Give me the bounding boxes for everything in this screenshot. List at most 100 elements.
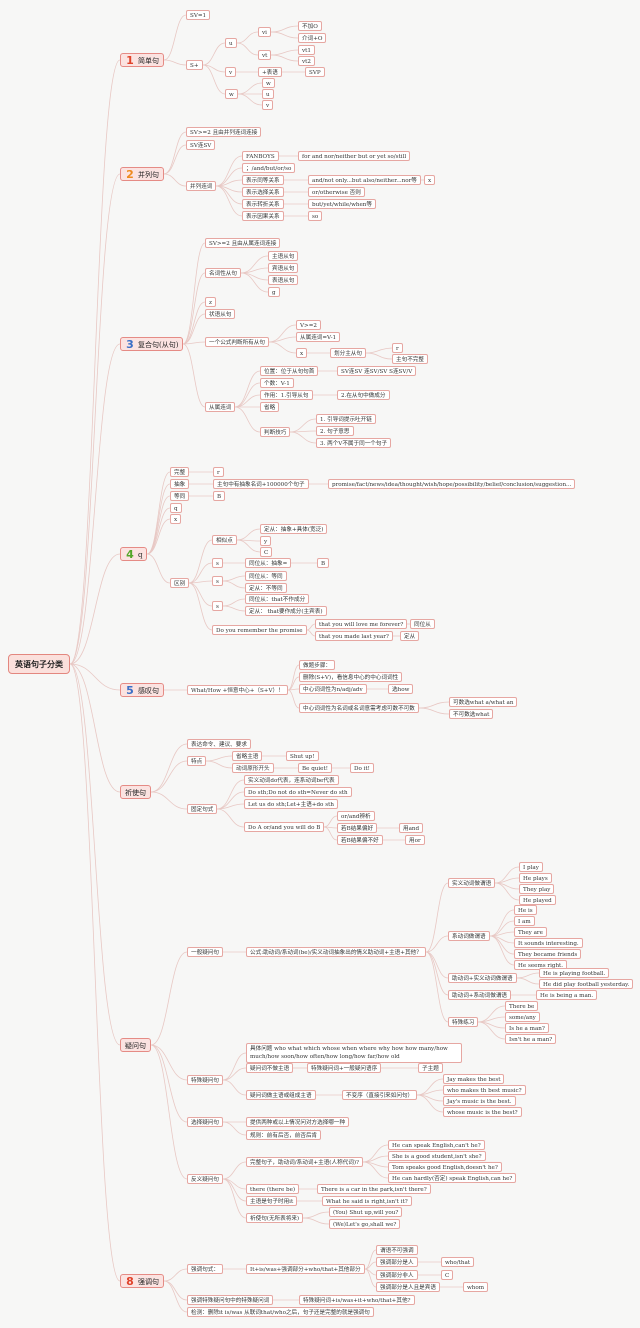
node-contrast-list[interactable]: but/yet/while/when等 <box>308 199 376 209</box>
node-subordinator[interactable]: 从属连词 <box>205 402 236 412</box>
node-g[interactable]: g <box>268 287 280 297</box>
node-tag-it-ex[interactable]: What he said is right,isn't it? <box>322 1196 412 1206</box>
node-abstract-nouns[interactable]: promise/fact/news/idea/thought/wish/hope… <box>328 479 576 489</box>
node-q[interactable]: q <box>170 503 182 513</box>
node-subject-clause[interactable]: 主语从句 <box>268 251 299 261</box>
node-w2[interactable]: u <box>262 89 274 99</box>
node-count[interactable]: 个数：V-1 <box>260 378 294 388</box>
node-uncountable[interactable]: 不可数选what <box>449 709 494 719</box>
branch-question[interactable]: 疑问句 <box>120 1038 151 1052</box>
node-is-playing[interactable]: He is playing football. <box>539 968 610 978</box>
node-example-2-type[interactable]: 定从 <box>400 631 420 641</box>
node-emph-special-structure[interactable]: 特殊疑问词+is/was+it+who/that+其他? <box>299 1295 415 1305</box>
node-tag-ex-4[interactable]: He can hardly(否定) speak English,can he? <box>388 1173 517 1183</box>
node-svp[interactable]: SVP <box>305 67 325 77</box>
node-i-am[interactable]: I am <box>514 916 535 926</box>
node-choose-how[interactable]: 选how <box>388 684 414 694</box>
node-difference[interactable]: 区别 <box>170 578 190 588</box>
node-notional-verb[interactable]: 实义动词做谓语 <box>448 878 496 888</box>
node-tip-3[interactable]: 3. 两个V不属于同一个句子 <box>316 438 392 448</box>
node-x2[interactable]: x <box>296 348 308 358</box>
node-sv-link-sv[interactable]: SV连SV <box>186 140 216 150</box>
node-aux-linking[interactable]: 助动词+系动词做谓语 <box>448 990 512 1000</box>
node-whom[interactable]: whom <box>463 1282 489 1292</box>
node-steps[interactable]: 做题步骤： <box>299 660 335 670</box>
node-did-play[interactable]: He did play football yesterday. <box>539 979 634 989</box>
node-tag-question[interactable]: 反义疑问句 <box>187 1174 223 1184</box>
node-use-and[interactable]: 用and <box>399 823 424 833</box>
node-s-plus[interactable]: S+ <box>186 60 203 70</box>
node-vt[interactable]: vt <box>258 50 272 60</box>
node-emph-person-object[interactable]: 强调部分是人且是宾语 <box>376 1282 440 1292</box>
node-aux-notional[interactable]: 助动词+实义动词做谓语 <box>448 973 517 983</box>
node-he-plays[interactable]: He plays <box>519 873 552 883</box>
node-countable[interactable]: 可数选what a/what an <box>449 697 518 707</box>
node-shut-up[interactable]: Shut up! <box>286 751 319 761</box>
node-use-or[interactable]: 用or <box>405 835 425 845</box>
node-they-play[interactable]: They play <box>519 884 555 894</box>
node-choice-desc[interactable]: 提供两种或以上情况问对方选择哪一种 <box>246 1117 350 1127</box>
node-appositive-abstract[interactable]: 同位从：抽象= <box>245 558 292 568</box>
node-attr-that[interactable]: 定从： that要作成分(主宾表) <box>245 606 327 616</box>
node-be-quiet[interactable]: Be quiet! <box>298 763 332 773</box>
node-attr-not-equal[interactable]: 定从：不等同 <box>245 583 287 593</box>
node-u[interactable]: u <box>225 38 237 48</box>
node-abstract[interactable]: 抽象 <box>170 479 190 489</box>
node-fanboys[interactable]: FANBOYS <box>242 151 279 161</box>
node-function[interactable]: 作用：1.引导从句 <box>260 390 313 400</box>
node-z[interactable]: z <box>205 297 216 307</box>
node-tag-ex-3[interactable]: Tom speaks good English,doesn't he? <box>388 1162 502 1172</box>
node-there-be[interactable]: There be <box>505 1001 539 1011</box>
node-y[interactable]: y <box>260 536 272 546</box>
node-pattern-3[interactable]: Let us do sth;Let+主语+do sth <box>244 799 338 809</box>
node-step-3[interactable]: 中心词词性为名词或名词意需考虑可数不可数 <box>299 703 419 713</box>
node-choice-list[interactable]: or/otherwise 否则 <box>308 187 365 197</box>
node-emph-check[interactable]: 检测：删除it is/was 从联词that/who之后，句子还是完整的就是强调… <box>187 1307 374 1317</box>
node-fanboys-list[interactable]: for and nor/neither but or yet so/still <box>298 151 411 161</box>
node-special-practice[interactable]: 特殊练习 <box>448 1017 479 1027</box>
node-contrast-relation[interactable]: 表示转折关系 <box>242 199 284 209</box>
node-pattern-2[interactable]: Do sth;Do not do sth=Never do sth <box>244 787 352 797</box>
node-exclaim-formula[interactable]: What/How +恒意中心+（S+V）！ <box>187 685 288 695</box>
node-question-words[interactable]: 具体问题 who what which whose when where why… <box>246 1043 462 1063</box>
node-example-1-type[interactable]: 同位从 <box>410 619 435 629</box>
node-isnt-he-a-man[interactable]: Isn't he a man? <box>505 1034 557 1044</box>
node-equal-relation[interactable]: 表示同等关系 <box>242 175 284 185</box>
node-cause-relation[interactable]: 表示因果关系 <box>242 211 284 221</box>
node-base-verb[interactable]: 动词原形开头 <box>232 763 274 773</box>
node-became-friends[interactable]: They became friends <box>514 949 582 959</box>
node-do-it[interactable]: Do it! <box>350 763 374 773</box>
node-equal[interactable]: 等同 <box>170 491 190 501</box>
node-predicative[interactable]: +表语 <box>258 67 282 77</box>
node-he-played[interactable]: He played <box>519 895 556 905</box>
node-general-formula[interactable]: 公式:助动词/系动词(be)/实义动词抽象出的情义助动词+主语+其他？ <box>246 947 426 957</box>
node-or-and[interactable]: or/and辨析 <box>337 811 375 821</box>
node-c[interactable]: C <box>260 547 273 557</box>
node-if-good[interactable]: 若B结果偏好 <box>337 823 378 833</box>
node-position[interactable]: 位置：位于从句句首 <box>260 366 319 376</box>
node-whose-music[interactable]: whose music is the best? <box>443 1107 522 1117</box>
node-coord-conj[interactable]: 并列连词 <box>186 181 217 191</box>
node-no-object[interactable]: 不加O <box>298 21 322 31</box>
node-jay-makes[interactable]: Jay makes the best <box>443 1074 505 1084</box>
node-incomplete-main[interactable]: 主句不完整 <box>392 354 428 364</box>
node-jays-music[interactable]: Jay's music is the best. <box>443 1096 516 1106</box>
node-vi[interactable]: vi <box>258 27 271 37</box>
node-sub-topic[interactable]: 子主题 <box>418 1063 443 1073</box>
node-prep-object[interactable]: 介词+O <box>298 33 327 43</box>
node-step-2[interactable]: 中心词词性为n/adj/adv <box>299 684 367 694</box>
node-general-question[interactable]: 一般疑问句 <box>187 947 223 957</box>
node-special-question[interactable]: 特殊疑问句 <box>187 1075 223 1085</box>
node-tag-it[interactable]: 主语是句子时用it <box>246 1196 298 1206</box>
node-emph-person[interactable]: 强调部分是人 <box>376 1257 418 1267</box>
node-example-2[interactable]: that you made last year? <box>315 631 393 641</box>
node-appositive-equal[interactable]: 同位从：等同 <box>245 571 287 581</box>
node-pattern-4[interactable]: Do A or/and you will do B <box>244 822 325 832</box>
node-is-he-a-man[interactable]: Is he a man? <box>505 1023 549 1033</box>
node-tag-imp-ex-1[interactable]: (You) Shut up,will you? <box>329 1207 403 1217</box>
